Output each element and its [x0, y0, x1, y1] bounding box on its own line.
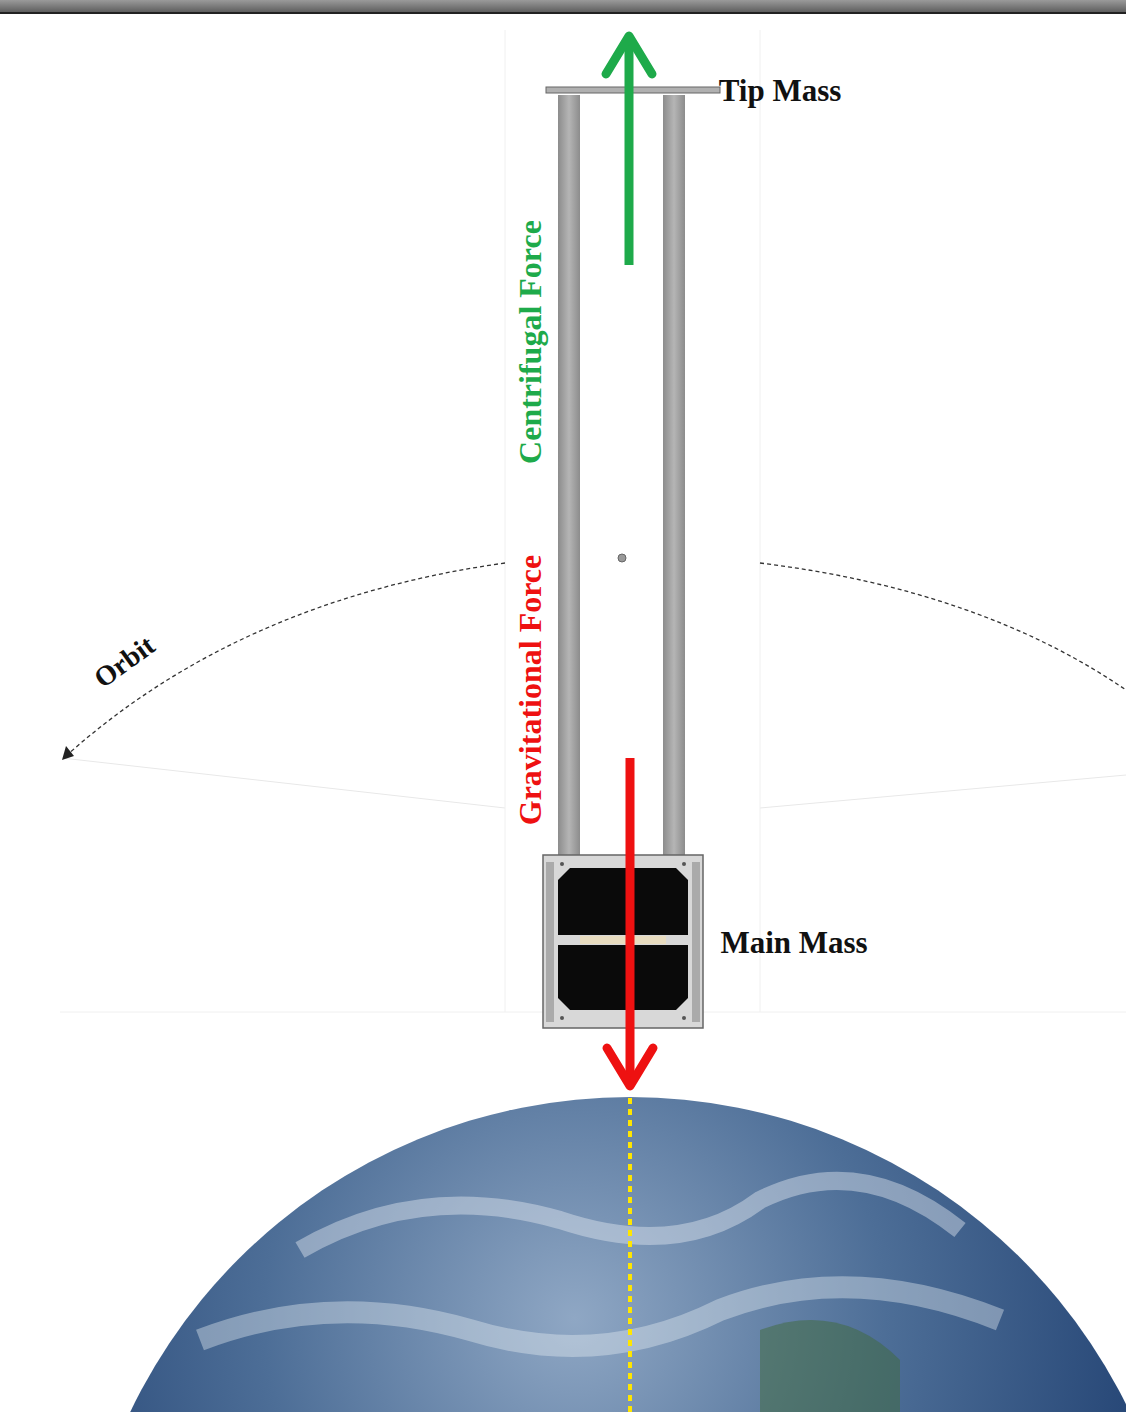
part-label: Tip Mass: [719, 75, 842, 106]
top-bar: [0, 0, 1126, 13]
force-label: Centrifugal Force: [514, 218, 546, 466]
gravitational-arrow: [607, 758, 653, 1086]
orbit-arc: [66, 563, 505, 756]
part-label: Main Mass: [720, 927, 867, 958]
orbit-label: Orbit: [89, 631, 160, 693]
boom-rail: [663, 95, 685, 860]
earth: [76, 1097, 1126, 1412]
force-label: Gravitational Force: [514, 553, 546, 827]
cubesat: [543, 855, 703, 1028]
centrifugal-arrow: [606, 36, 652, 265]
orbit-arc: [760, 563, 1126, 690]
boom-rail: [558, 95, 580, 860]
nadir-line: [628, 1098, 632, 1412]
